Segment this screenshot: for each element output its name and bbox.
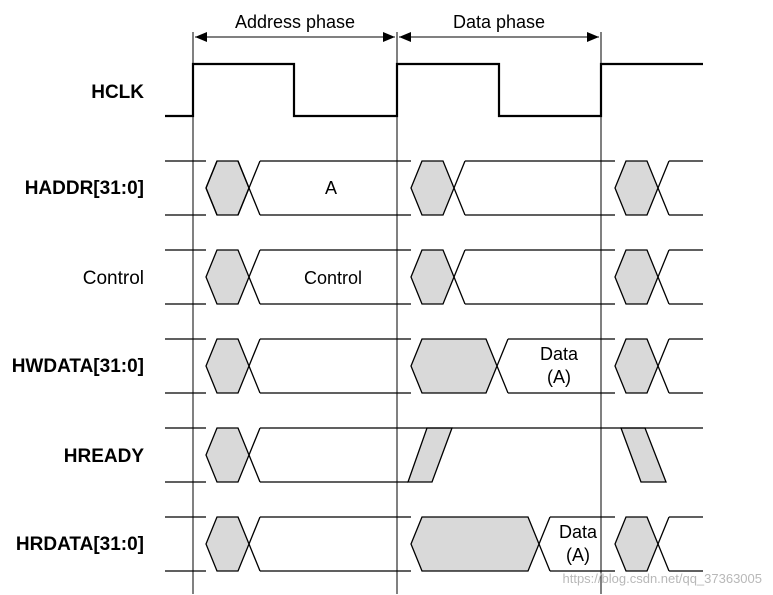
signal-label-control: Control: [83, 268, 144, 289]
data-phase-arrowhead-left: [399, 32, 411, 42]
signal-label-hready: HREADY: [64, 446, 145, 467]
control-transition-1: [205, 249, 250, 305]
hwdata-transition-2: [410, 338, 498, 394]
hready-transition-1: [205, 427, 250, 483]
control-value: Control: [304, 268, 362, 288]
haddr-transition-1: [205, 160, 250, 216]
hwdata-waveform: Data (A): [165, 338, 703, 394]
hclk-waveform: [165, 62, 703, 118]
signal-labels: HCLK HADDR[31:0] Control HWDATA[31:0] HR…: [12, 82, 145, 555]
control-transition-3: [614, 249, 659, 305]
signal-label-haddr: HADDR[31:0]: [25, 178, 144, 199]
haddr-waveform: A: [165, 160, 703, 216]
hready-falling-region: [620, 427, 667, 483]
hrdata-waveform: Data (A): [165, 516, 703, 572]
hwdata-transition-1: [205, 338, 250, 394]
hwdata-transition-3: [614, 338, 659, 394]
watermark: https://blog.csdn.net/qq_37363005: [563, 571, 763, 586]
phase-markers: Address phase Data phase: [195, 12, 599, 42]
data-phase-arrowhead-right: [587, 32, 599, 42]
hrdata-value-line1: Data: [559, 522, 598, 542]
edge-guides: [192, 32, 602, 594]
signal-label-hrdata: HRDATA[31:0]: [16, 534, 144, 555]
hready-waveform: [165, 427, 703, 483]
hrdata-transition-2: [410, 516, 540, 572]
control-waveform: Control: [165, 249, 703, 305]
hwdata-value-line1: Data: [540, 344, 579, 364]
address-phase-label: Address phase: [235, 12, 355, 32]
hready-rising-region: [407, 427, 453, 483]
hrdata-transition-3: [614, 516, 659, 572]
signal-label-hclk: HCLK: [91, 82, 144, 103]
hrdata-value-line2: (A): [566, 545, 590, 565]
signal-label-hwdata: HWDATA[31:0]: [12, 356, 144, 377]
haddr-transition-2: [410, 160, 455, 216]
data-phase-label: Data phase: [453, 12, 545, 32]
address-phase-arrowhead-right: [383, 32, 395, 42]
hrdata-transition-1: [205, 516, 250, 572]
control-transition-2: [410, 249, 455, 305]
address-phase-arrowhead-left: [195, 32, 207, 42]
haddr-value: A: [325, 178, 337, 198]
haddr-transition-3: [614, 160, 659, 216]
hwdata-value-line2: (A): [547, 367, 571, 387]
